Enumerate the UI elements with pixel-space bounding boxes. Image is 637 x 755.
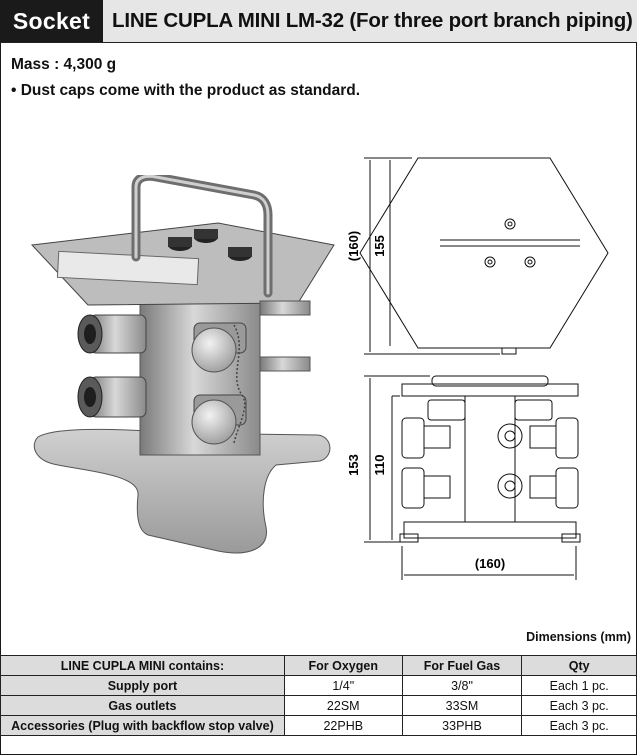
fuel-gas-cell: 33SM [401,695,523,716]
table-header-row: LINE CUPLA MINI contains: For Oxygen For… [0,655,637,676]
front-dim-outer: 153 [346,454,361,476]
front-dim-width: (160) [475,556,505,571]
table-row: Supply port 1/4" 3/8" Each 1 pc. [0,675,637,696]
oxygen-cell: 22SM [283,695,403,716]
qty-cell: Each 3 pc. [521,695,637,716]
table-row: Accessories (Plug with backflow stop val… [0,715,637,736]
top-view-outline [359,157,609,349]
mass-spec: Mass : 4,300 g [11,56,117,73]
dimension-drawing: (160) 155 153 110 (160) [346,157,609,580]
contents-table: LINE CUPLA MINI contains: For Oxygen For… [0,655,637,736]
row-label: Supply port [0,675,285,696]
qty-cell: Each 3 pc. [521,715,637,736]
col-header-qty: Qty [521,655,637,676]
front-dim-inner: 110 [372,455,387,476]
col-header-oxygen: For Oxygen [283,655,403,676]
qty-cell: Each 1 pc. [521,675,637,696]
fuel-gas-cell: 33PHB [401,715,523,736]
table-row: Gas outlets 22SM 33SM Each 3 pc. [0,695,637,716]
dust-caps-note: • Dust caps come with the product as sta… [11,82,361,99]
oxygen-cell: 1/4" [283,675,403,696]
dimensions-unit-note: Dimensions (mm) [526,630,631,644]
fuel-gas-cell: 3/8" [401,675,523,696]
row-label: Gas outlets [0,695,285,716]
oxygen-cell: 22PHB [283,715,403,736]
top-dim-outer: (160) [346,231,361,261]
col-header-fuel-gas: For Fuel Gas [401,655,523,676]
row-label: Accessories (Plug with backflow stop val… [0,715,285,736]
header-bar: Socket LINE CUPLA MINI LM-32 (For three … [0,0,637,43]
product-photo [30,175,335,554]
category-badge: Socket [0,0,103,42]
top-dim-inner: 155 [372,235,387,257]
product-title: LINE CUPLA MINI LM-32 (For three port br… [112,9,633,32]
col-header-contents: LINE CUPLA MINI contains: [0,655,285,676]
